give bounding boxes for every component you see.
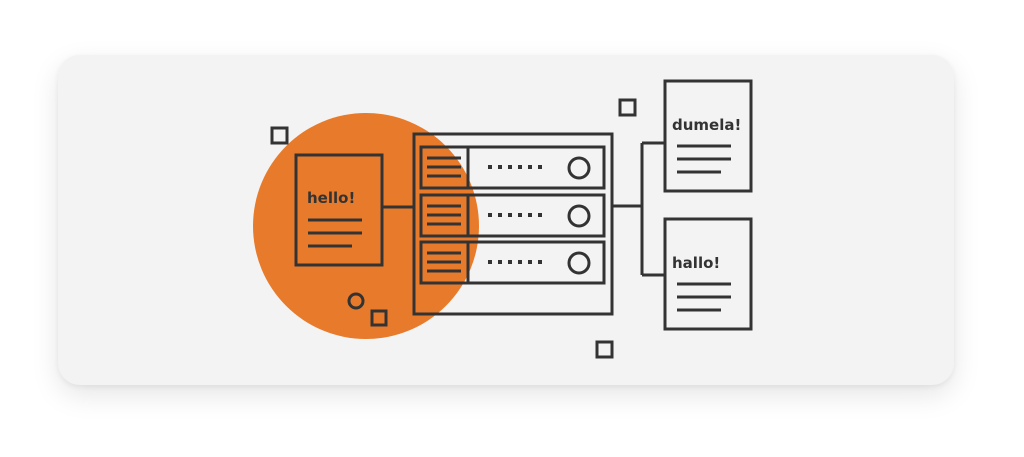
target-document-top: dumela!	[663, 79, 753, 193]
source-document: hello!	[294, 153, 384, 267]
target-document-top-label: dumela!	[672, 116, 741, 134]
source-document-label: hello!	[307, 189, 355, 207]
decor-square-bottom-right	[595, 340, 614, 359]
server-rack	[412, 132, 614, 316]
decor-circle-small	[347, 292, 365, 310]
connector-server-to-targets	[612, 141, 665, 277]
server-unit	[419, 145, 606, 190]
target-document-bottom-label: hallo!	[672, 254, 720, 272]
decor-square-bottom-left	[370, 309, 388, 327]
decor-square-top-left	[270, 126, 289, 145]
server-unit	[419, 193, 606, 238]
server-unit	[419, 240, 606, 285]
decor-square-top-middle	[618, 98, 637, 117]
target-document-bottom: hallo!	[663, 217, 753, 331]
illustration-card	[58, 55, 954, 385]
